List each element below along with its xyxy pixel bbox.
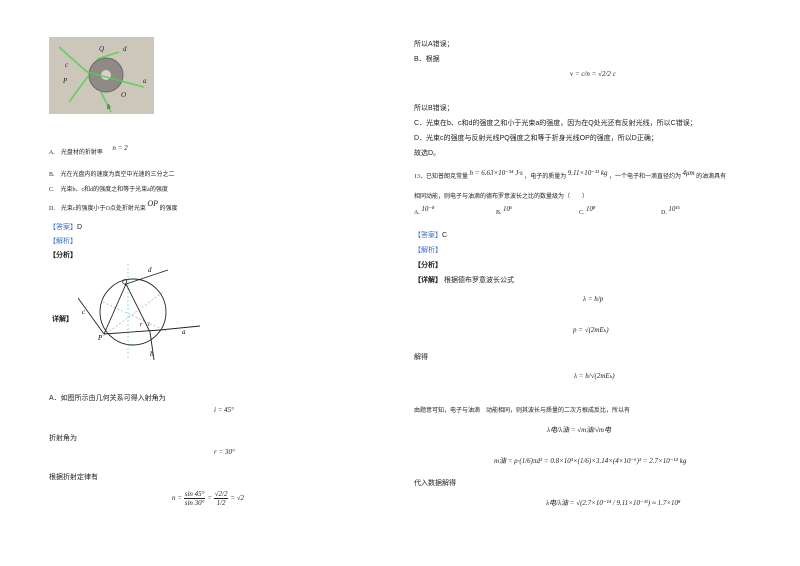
diagram-label-d: d <box>148 266 152 274</box>
choice-c-label: C. <box>579 210 585 216</box>
q13-b: ，电子的质量为 <box>524 174 567 180</box>
diagram-label-r: r <box>140 322 143 328</box>
option-a-text: A. 光盘材的折射率 <box>49 150 103 156</box>
left-answer-value: D <box>77 224 83 231</box>
choice-a-val: 10⁻⁸ <box>421 205 435 213</box>
choice-d: D. 10¹⁶ <box>661 205 680 216</box>
eq-i: i = 45° <box>214 406 234 414</box>
eq-n-mid-den: 1/2 <box>216 499 226 507</box>
right-xiangjie-text: 根据德布罗意波长公式 <box>443 277 514 284</box>
q13-c: ，一个电子和一滴直径约为 <box>609 174 682 180</box>
right-l4: C．光束在b、c和d的强度之和小于光束a的强度，因为在Q处光还有反射光线，所以C… <box>414 120 697 127</box>
eq-mass: m油 = ρ·(1/6)πd³ = 0.8×10³×(1/6)×3.14×(4×… <box>494 457 687 465</box>
q13-h: h = 6.63×10⁻³⁴ J·s <box>469 169 523 177</box>
right-desc: 由题意可知，电子与油滴 动能相同，则其波长与质量的二次方根成反比，所以有 <box>414 408 631 414</box>
right-l1: 所以A错误； <box>414 41 454 48</box>
diagram-label-a: a <box>182 328 186 336</box>
q13-m: 9.11×10⁻³¹ kg <box>567 169 608 177</box>
right-l2: B．根据 <box>414 56 440 63</box>
choice-a: A. 10⁻⁸ <box>414 205 435 216</box>
choice-d-val: 10¹⁶ <box>668 205 680 213</box>
eq-ratio: λ电/λ油 = √m油/√m电 <box>547 426 611 434</box>
diagram-label-b: b <box>150 350 154 358</box>
eq-n-lhs: n = <box>172 494 182 503</box>
eq-lambda2: λ = h/√(2mEₖ) <box>574 372 615 380</box>
photo-label-o: O <box>121 91 126 99</box>
option-d: D. 光束c的强度小于O点处折射光束 OP 的强度 <box>49 199 178 212</box>
diagram-label-p: P <box>97 334 103 342</box>
cd-photo-graphic: Q d c P a O b <box>49 37 154 114</box>
right-answer-value: C <box>442 232 448 239</box>
left-line-law: 根据折射定律有 <box>49 474 98 481</box>
left-answer: 【答案】D <box>49 222 82 232</box>
photo-label-d: d <box>123 45 127 53</box>
right-answer: 【答案】C <box>414 230 447 240</box>
q13-line1: 13．已知普朗克常量 h = 6.63×10⁻³⁴ J·s ，电子的质量为 9.… <box>414 169 727 180</box>
left-fenxi-tag: 【分析】 <box>49 252 77 259</box>
eq-p: p = √(2mEₖ) <box>573 326 609 334</box>
eq-n-mid-num: √2/2 <box>213 490 229 499</box>
eq-lambda: λ = h/p <box>583 295 604 303</box>
option-d-text: D. 光束c的强度小于O点处折射光束 <box>49 206 146 212</box>
choice-b: B. 10⁶ <box>496 205 513 216</box>
right-jiede: 解得 <box>414 354 428 361</box>
option-d-op: OP <box>147 199 159 208</box>
q13-e: 的油滴具有 <box>696 174 727 180</box>
left-line-a: A．如图所示由几何关系可得入射角为 <box>49 395 166 402</box>
eq-n-rhs: = √2 <box>230 494 245 503</box>
diagram-label-c: c <box>82 308 86 316</box>
option-a-eq: n = 2 <box>112 144 128 152</box>
diagram-label-i: i <box>148 322 150 328</box>
diagram-label-q: Q <box>122 278 127 286</box>
photo-label-c: c <box>65 61 69 69</box>
geometry-diagram: d Q c r i P a b <box>78 264 201 361</box>
left-xiangjie-tag: 详解】 <box>52 316 73 323</box>
choice-b-label: B. <box>496 210 502 216</box>
eq-n-den: sin 30° <box>184 499 205 507</box>
q13-d: 4μm <box>682 169 695 177</box>
eq-final: λ电/λ油 = √(2.7×10⁻¹⁴ / 9.11×10⁻³¹) ≈ 1.7×… <box>546 499 681 507</box>
choice-d-label: D. <box>661 210 667 216</box>
left-jiexi-tag: 【解析】 <box>49 238 77 245</box>
eq-n: n = sin 45° sin 30° = √2/2 1/2 = √2 <box>172 490 245 507</box>
option-c: C. 光束b、c和d的强度之和等于光束a的强度 <box>49 187 168 193</box>
q13-a: 13．已知普朗克常量 <box>414 174 469 180</box>
right-fenxi-tag: 【分析】 <box>414 262 442 269</box>
eq-v: v = c/n = √2/2 c <box>570 70 616 78</box>
q13-line2: 相同动能，则电子与油滴的德布罗意波长之比的数量级为（ ） <box>414 194 589 200</box>
option-d-tail: 的强度 <box>159 206 178 212</box>
eq-n-frac2: √2/2 1/2 <box>213 490 229 507</box>
choice-c: C. 10⁸ <box>579 205 596 216</box>
choice-b-val: 10⁶ <box>503 205 513 213</box>
cd-photo: Q d c P a O b <box>49 37 154 114</box>
photo-label-p: P <box>62 77 68 85</box>
option-b: B. 光在光盘内的速度为真空中光速的三分之二 <box>49 172 175 178</box>
right-sub: 代入数据解得 <box>414 480 456 487</box>
eq-r: r = 30° <box>214 448 235 456</box>
left-answer-tag: 【答案】 <box>49 224 77 231</box>
photo-label-a: a <box>143 77 147 85</box>
right-answer-tag: 【答案】 <box>414 232 442 239</box>
option-a: A. 光盘材的折射率 n = 2 <box>49 144 128 156</box>
right-xiangjie: 【详解】 根据德布罗意波长公式 <box>414 275 514 285</box>
right-jiexi-tag: 【解析】 <box>414 247 442 254</box>
photo-label-q: Q <box>99 45 104 53</box>
photo-label-b: b <box>107 103 111 111</box>
right-l5: D．光束c的强度与反射光线PQ强度之和等于折身光线OP的强度，所以D正确； <box>414 135 658 142</box>
choice-a-label: A. <box>414 210 420 216</box>
right-l6: 故选D。 <box>414 150 441 157</box>
choice-c-val: 10⁸ <box>586 205 596 213</box>
right-l3: 所以B错误； <box>414 105 454 112</box>
left-line-zhe: 折射角为 <box>49 435 77 442</box>
eq-n-frac1: sin 45° sin 30° <box>183 490 206 507</box>
right-xiangjie-tag: 【详解】 <box>414 277 442 284</box>
eq-n-num: sin 45° <box>183 490 206 499</box>
